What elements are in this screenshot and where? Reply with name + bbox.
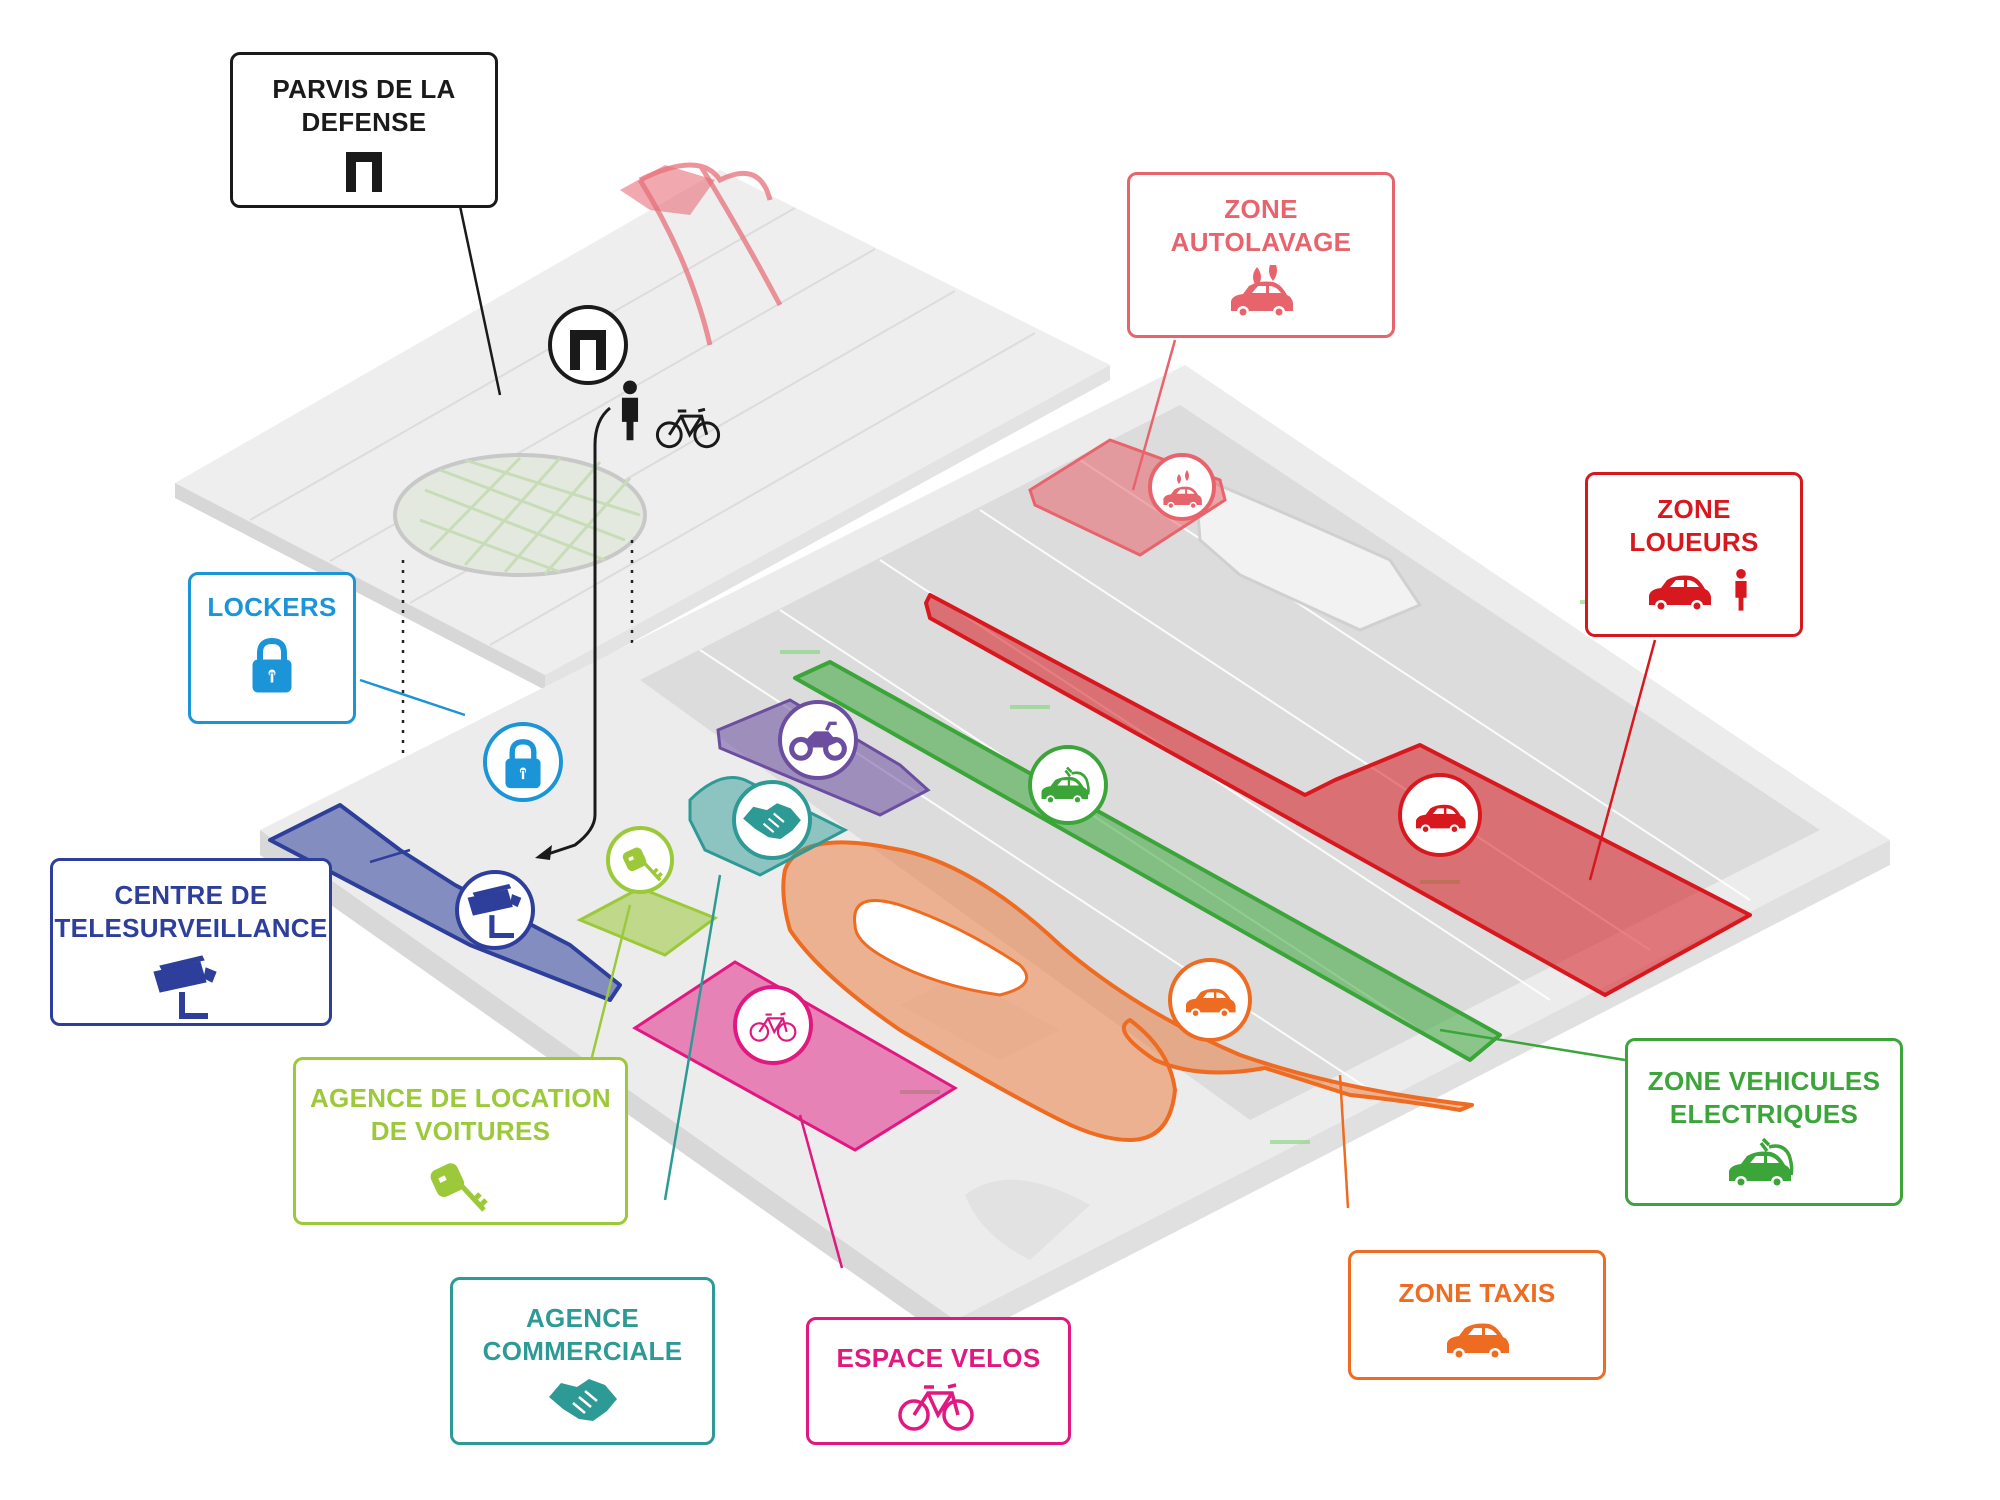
callout-loueurs-label: ZONE LOUEURS: [1629, 494, 1759, 557]
car-and-person-icon: [1649, 569, 1747, 612]
commerciale-marker[interactable]: [732, 780, 812, 860]
electric-car-icon: [1729, 1137, 1794, 1188]
key-icon: [426, 1154, 496, 1218]
moto-marker[interactable]: [778, 700, 858, 780]
electric-marker[interactable]: [1028, 745, 1108, 825]
velos-marker[interactable]: [733, 985, 813, 1065]
callout-taxis[interactable]: ZONE TAXIS: [1348, 1250, 1606, 1380]
car-icon: [1447, 1323, 1509, 1360]
callout-velos-label: ESPACE VELOS: [836, 1343, 1041, 1373]
callout-autolavage-label: ZONE AUTOLAVAGE: [1170, 194, 1352, 257]
callout-commerciale[interactable]: AGENCE COMMERCIALE: [450, 1277, 715, 1445]
callout-lockers-label: LOCKERS: [207, 592, 337, 622]
padlock-icon: [242, 636, 302, 702]
telesurveillance-area[interactable]: [268, 803, 622, 1002]
glass-roof: [393, 453, 647, 577]
zone-vehicules-electriques-area[interactable]: [793, 660, 1502, 1062]
callout-electriques[interactable]: ZONE VEHICULES ELECTRIQUES: [1625, 1038, 1903, 1206]
callout-velos[interactable]: ESPACE VELOS: [806, 1317, 1071, 1445]
callout-location-label: AGENCE DE LOCATION DE VOITURES: [309, 1083, 612, 1146]
callout-parvis-label: PARVIS DE LA DEFENSE: [272, 74, 456, 137]
callout-lockers[interactable]: LOCKERS: [188, 572, 356, 724]
autolavage-marker[interactable]: [1148, 453, 1216, 521]
cctv-camera-icon: [146, 951, 236, 1021]
callout-electriques-label: ZONE VEHICULES ELECTRIQUES: [1647, 1066, 1881, 1129]
callout-taxis-label: ZONE TAXIS: [1398, 1278, 1556, 1308]
lockers-marker[interactable]: [483, 722, 563, 802]
metro-marker[interactable]: [548, 305, 628, 385]
location-marker[interactable]: [606, 826, 674, 894]
parvis-plaza: [175, 162, 1110, 690]
callout-parvis[interactable]: PARVIS DE LA DEFENSE: [230, 52, 498, 208]
callout-telesurveillance-label: CENTRE DE TELESURVEILLANCE: [54, 880, 328, 943]
callout-commerciale-label: AGENCE COMMERCIALE: [482, 1303, 683, 1366]
callout-location[interactable]: AGENCE DE LOCATION DE VOITURES: [293, 1057, 628, 1225]
loueurs-marker[interactable]: [1398, 773, 1482, 857]
zone-taxis-area[interactable]: [781, 840, 1474, 1142]
callout-autolavage[interactable]: ZONE AUTOLAVAGE: [1127, 172, 1395, 338]
bicycle-icon: [897, 1383, 974, 1431]
handshake-icon: [547, 1377, 618, 1423]
car-wash-icon: [1231, 265, 1293, 318]
callout-loueurs[interactable]: ZONE LOUEURS: [1585, 472, 1803, 637]
metro-icon: [346, 152, 382, 192]
callout-telesurveillance[interactable]: CENTRE DE TELESURVEILLANCE: [50, 858, 332, 1026]
agence-location-area[interactable]: [576, 886, 719, 957]
telesurveillance-marker[interactable]: [455, 870, 535, 950]
taxis-marker[interactable]: [1168, 958, 1252, 1042]
zone-loueurs-area[interactable]: [924, 593, 1752, 997]
